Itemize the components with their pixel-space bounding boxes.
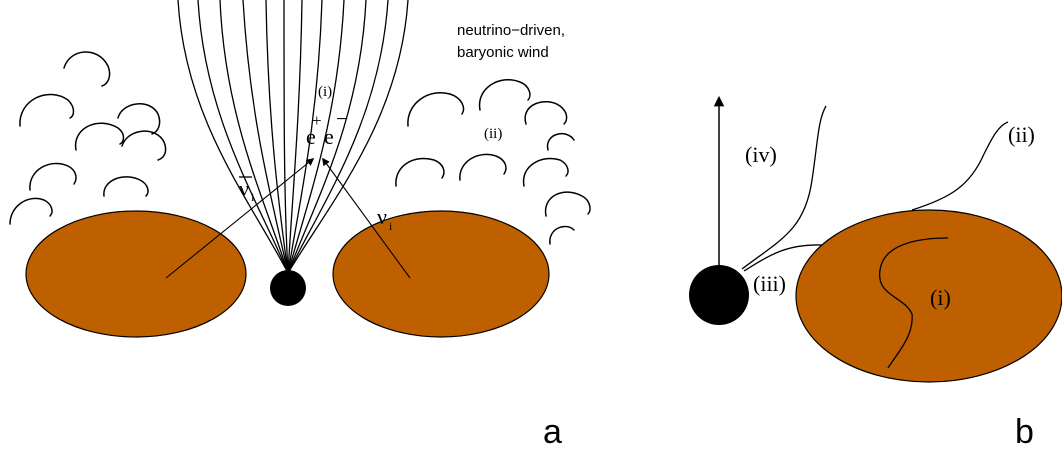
wind-arc (9, 197, 53, 225)
field-line (265, 0, 289, 274)
wind-arc (395, 157, 445, 187)
neutrino-subscript: i (389, 219, 393, 233)
wind-arc (74, 122, 125, 151)
wind-arc (522, 157, 569, 187)
electron-charge: − (336, 106, 348, 131)
black-hole-b (689, 265, 749, 325)
field-line (287, 0, 345, 274)
label-i: (i) (930, 285, 951, 310)
field-line (219, 0, 289, 274)
wind-arc (29, 162, 77, 191)
wind-arc (544, 191, 591, 217)
panel-b-letter: b (1015, 413, 1034, 449)
field-line-ii (911, 121, 1009, 211)
torus-left-lobe (25, 210, 247, 338)
wind-arcs-left (9, 51, 167, 225)
antineutrino-label: ν (239, 176, 249, 201)
panel-b: (iv) (ii) (iii) (i) b (689, 95, 1062, 449)
panel-a-letter: a (543, 413, 562, 449)
wind-arcs-right (395, 79, 591, 245)
wind-arc (19, 93, 75, 127)
region-ii-label: (ii) (484, 126, 502, 142)
wind-arc (546, 132, 575, 151)
field-line (283, 0, 289, 274)
wind-arc (478, 79, 531, 111)
field-line (242, 0, 289, 274)
jet-field-lines (177, 0, 409, 274)
wind-arc (121, 130, 167, 161)
field-line-iii (743, 244, 823, 272)
field-line (177, 0, 289, 274)
wind-label-line2: baryonic wind (457, 44, 549, 61)
label-iii: (iii) (753, 271, 786, 296)
field-line-i (879, 237, 949, 369)
field-line (197, 0, 289, 274)
label-ii: (ii) (1008, 122, 1035, 147)
field-line (287, 0, 323, 274)
antineutrino-arrow (165, 158, 315, 279)
torus-right-lobe (332, 210, 550, 338)
wind-arc (63, 51, 111, 87)
field-line-iv (741, 105, 827, 270)
electron-label: e (324, 124, 334, 149)
antineutrino-subscript: i (251, 190, 255, 204)
torus-cross-section (795, 209, 1062, 383)
wind-arc (407, 92, 465, 127)
positron-label: e (306, 124, 316, 149)
region-i-label: (i) (318, 84, 332, 100)
field-line (287, 0, 367, 274)
panel-a: neutrino−driven, baryonic wind (i) (ii) … (9, 0, 591, 449)
field-line (287, 0, 409, 274)
wind-arc (524, 101, 568, 125)
wind-arc (459, 153, 507, 181)
wind-label-line1: neutrino−driven, (457, 22, 565, 39)
field-line (287, 0, 303, 274)
wind-arc (103, 176, 149, 197)
neutrino-label: ν (377, 204, 387, 229)
positron-charge: + (312, 111, 322, 130)
wind-arc (549, 225, 575, 245)
field-line (287, 0, 389, 274)
wind-arc (117, 103, 161, 135)
neutrino-arrow (322, 157, 411, 279)
black-hole (270, 270, 306, 306)
label-iv: (iv) (745, 142, 777, 167)
